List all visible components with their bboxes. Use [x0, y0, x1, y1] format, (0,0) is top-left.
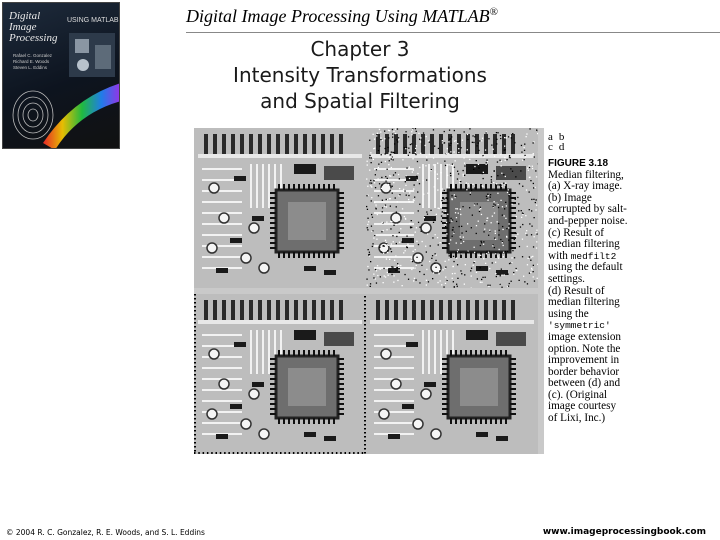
panel-d-median-symmetric [366, 294, 538, 454]
figure-image-grid [194, 128, 544, 454]
panel-a-xray-image [194, 128, 366, 288]
chapter-title-line-1: Intensity Transformations [233, 63, 487, 87]
header-divider [186, 32, 720, 33]
website-url: www.imageprocessingbook.com [542, 527, 706, 537]
book-cover-image: Digital Image Processing USING MATLAB Ra… [2, 2, 120, 149]
chapter-number: Chapter 3 [310, 37, 410, 61]
cover-artwork [12, 33, 119, 148]
chapter-title: Chapter 3 Intensity Transformations and … [150, 36, 570, 114]
copyright-notice: © 2004 R. C. Gonzalez, R. E. Woods, and … [6, 528, 205, 537]
panel-b-noisy-image [366, 128, 538, 288]
code-symmetric: 'symmetric' [548, 320, 611, 332]
chapter-title-line-2: and Spatial Filtering [260, 89, 460, 113]
cover-title: Digital Image Processing [9, 10, 58, 44]
code-medfilt2: medfilt2 [570, 250, 617, 262]
panel-c-median-default [194, 294, 366, 454]
book-title: Digital Image Processing Using MATLAB® [186, 6, 499, 26]
figure-label: FIGURE 3.18 [548, 158, 609, 169]
cover-authors: Rafael C. Gonzalez Richard E. Woods Stev… [13, 53, 53, 70]
cover-subtitle: USING MATLAB [67, 17, 119, 24]
